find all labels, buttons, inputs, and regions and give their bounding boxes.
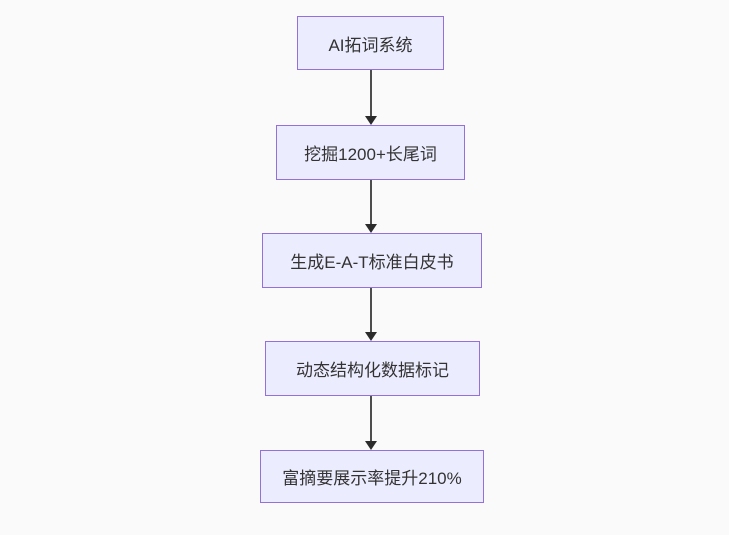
arrowhead-icon [364,441,377,450]
flowchart-node-rich-snippet-result: 富摘要展示率提升210% [260,450,484,503]
flowchart-node-structured-data-markup: 动态结构化数据标记 [265,341,480,396]
arrowhead-icon [364,332,377,341]
node-label: AI拓词系统 [328,35,413,55]
flowchart-arrow-1 [364,70,377,125]
arrowhead-icon [364,116,377,125]
arrow-line [369,70,372,119]
arrow-line [369,180,372,227]
node-label: 动态结构化数据标记 [296,361,449,380]
arrow-line [369,396,372,444]
flowchart-node-eat-whitepaper: 生成E-A-T标准白皮书 [262,233,482,288]
flowchart-node-longtail-mining: 挖掘1200+长尾词 [276,125,465,180]
flowchart-arrow-3 [364,288,377,341]
flowchart-arrow-4 [364,396,377,450]
arrowhead-icon [364,224,377,233]
node-label: 生成E-A-T标准白皮书 [290,253,454,272]
arrow-line [369,288,372,335]
flowchart-arrow-2 [364,180,377,233]
flowchart-node-ai-keyword-system: AI拓词系统 [297,16,444,70]
node-label: 挖掘1200+长尾词 [304,145,437,164]
node-label: 富摘要展示率提升210% [282,469,462,488]
